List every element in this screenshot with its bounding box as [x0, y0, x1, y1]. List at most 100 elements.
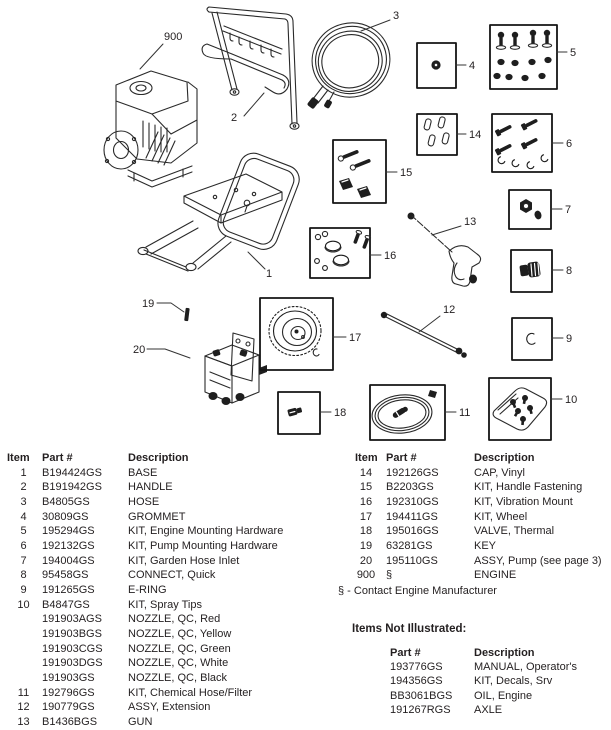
- table-row: 900 § ENGINE: [348, 568, 610, 583]
- table-row: 10 B4847GS KIT, Spray Tips: [7, 598, 341, 613]
- cell-item-number: 20: [359, 554, 373, 567]
- cell-part-number: 191903AGS: [42, 613, 102, 626]
- cell-part-number: 191265GS: [42, 583, 95, 596]
- cell-part-number: B2203GS: [386, 481, 434, 494]
- cell-item-number: 13: [17, 715, 30, 728]
- callout-chemical-hose: 11: [459, 407, 470, 419]
- cell-description: KIT, Decals, Srv: [474, 675, 553, 688]
- cell-description: NOZZLE, QC, Green: [128, 642, 231, 655]
- cell-description: KIT, Garden Hose Inlet: [128, 554, 240, 567]
- cell-part-number: 63281GS: [386, 539, 433, 552]
- cell-description: NOZZLE, QC, Yellow: [128, 627, 232, 640]
- cell-item-number: [7, 627, 40, 642]
- table-row: 4 30809GS GROMMET: [7, 510, 341, 525]
- col-header-description: Description: [128, 452, 189, 464]
- table-row: 11 192796GS KIT, Chemical Hose/Filter: [7, 686, 341, 701]
- parts-table-right-body: 14 192126GS CAP, Vinyl 15 B2203GS KIT, H…: [348, 466, 610, 583]
- cell-part-number: 191903CGS: [42, 642, 103, 655]
- cell-item-number: 16: [359, 495, 373, 508]
- cell-description: KIT, Wheel: [474, 510, 528, 523]
- callout-engine: 900: [164, 31, 182, 43]
- callout-hose-inlet: 7: [565, 204, 571, 216]
- table-row: 191903CGS NOZZLE, QC, Green: [7, 642, 341, 657]
- table-row: 191903GS NOZZLE, QC, Black: [7, 671, 341, 686]
- not-illustrated-header: Part # Description: [388, 646, 610, 660]
- cell-item-number: 6: [20, 539, 27, 552]
- table-row: 1 B194424GS BASE: [7, 466, 341, 481]
- table-row: 7 194004GS KIT, Garden Hose Inlet: [7, 554, 341, 569]
- cell-item-number: 7: [20, 554, 27, 567]
- cell-part-number: 193776GS: [390, 661, 443, 674]
- callout-vinyl-cap: 14: [469, 129, 481, 141]
- col-header-part: Part #: [390, 647, 421, 659]
- table-row: 2 B191942GS HANDLE: [7, 480, 341, 495]
- cell-item-number: 9: [20, 583, 27, 596]
- parts-table-right: Item Part # Description 14 192126GS CAP,…: [348, 451, 610, 583]
- kit-box-vinyl-caps: [416, 113, 458, 156]
- callout-quick-connect: 8: [566, 265, 572, 277]
- kit-box-engine-mounting: [489, 24, 558, 90]
- callout-engine-mounting: 5: [570, 47, 576, 59]
- engine-illustration: [103, 70, 198, 188]
- table-row: 191903DGS NOZZLE, QC, White: [7, 656, 341, 671]
- cell-part-number: 190779GS: [42, 701, 95, 714]
- callout-e-ring: 9: [566, 333, 572, 345]
- cell-part-number: 192132GS: [42, 539, 95, 552]
- cell-item-number: 10: [17, 598, 30, 611]
- cell-item-number: [7, 642, 40, 657]
- cell-description: CONNECT, Quick: [128, 569, 216, 582]
- cell-description: E-RING: [128, 583, 167, 596]
- cell-description: KIT, Handle Fastening: [474, 481, 583, 494]
- cell-description: MANUAL, Operator's: [474, 661, 577, 674]
- cell-item-number: 18: [359, 525, 373, 538]
- table-row: 19 63281GS KEY: [348, 539, 610, 554]
- cell-part-number: 192126GS: [386, 466, 439, 479]
- table-row: 13 B1436BGS GUN: [7, 715, 341, 730]
- cell-description: NOZZLE, QC, White: [128, 657, 229, 670]
- engine-footnote: § - Contact Engine Manufacturer: [338, 585, 497, 597]
- table-row: 18 195016GS VALVE, Thermal: [348, 524, 610, 539]
- callout-hose: 3: [393, 10, 399, 22]
- cell-item-number: [7, 656, 40, 671]
- callout-key: 19: [142, 298, 154, 310]
- cell-part-number: B191942GS: [42, 481, 102, 494]
- kit-box-thermal-valve: [277, 391, 321, 435]
- cell-description: KIT, Engine Mounting Hardware: [128, 525, 284, 538]
- cell-part-number: 191903DGS: [42, 657, 103, 670]
- cell-description: CAP, Vinyl: [474, 466, 525, 479]
- kit-box-handle-fastening: [332, 139, 387, 204]
- table-row: 193776GS MANUAL, Operator's: [388, 660, 610, 674]
- cell-description: ASSY, Pump (see page 3): [474, 554, 602, 567]
- parts-table-left: Item Part # Description 1 B194424GS BASE…: [7, 451, 341, 729]
- table-row: 191903BGS NOZZLE, QC, Yellow: [7, 627, 341, 642]
- cell-description: KEY: [474, 539, 497, 552]
- callout-wheel: 17: [349, 332, 361, 344]
- cell-item-number: [7, 671, 40, 686]
- cell-item-number: 11: [17, 686, 30, 699]
- callout-handle: 2: [231, 112, 237, 124]
- cell-description: GROMMET: [128, 510, 186, 523]
- cell-part-number: 195110GS: [386, 554, 438, 567]
- handle-illustration: [201, 6, 300, 130]
- cell-description: KIT, Spray Tips: [128, 598, 202, 611]
- extension-wand-illustration: [380, 311, 467, 358]
- cell-item-number: 5: [20, 525, 27, 538]
- table-row: 191903AGS NOZZLE, QC, Red: [7, 612, 341, 627]
- cell-part-number: 194004GS: [42, 554, 95, 567]
- callout-grommet: 4: [469, 60, 475, 72]
- cell-part-number: 191903GS: [42, 671, 95, 684]
- key-illustration: [184, 307, 190, 322]
- cell-description: KIT, Vibration Mount: [474, 495, 573, 508]
- table-row: 12 190779GS ASSY, Extension: [7, 700, 341, 715]
- cell-description: ENGINE: [474, 569, 517, 582]
- cell-description: HANDLE: [128, 481, 173, 494]
- cell-item-number: 4: [20, 510, 27, 523]
- cell-part-number: 192796GS: [42, 686, 95, 699]
- col-header-description: Description: [474, 452, 535, 464]
- kit-box-grommet: [416, 42, 457, 89]
- cell-description: ASSY, Extension: [128, 701, 211, 714]
- kit-box-chemical-hose: [369, 384, 446, 441]
- callout-leader-lines: [139, 19, 568, 413]
- cell-item-number: 15: [359, 481, 373, 494]
- callout-vibration-mount: 16: [384, 250, 396, 262]
